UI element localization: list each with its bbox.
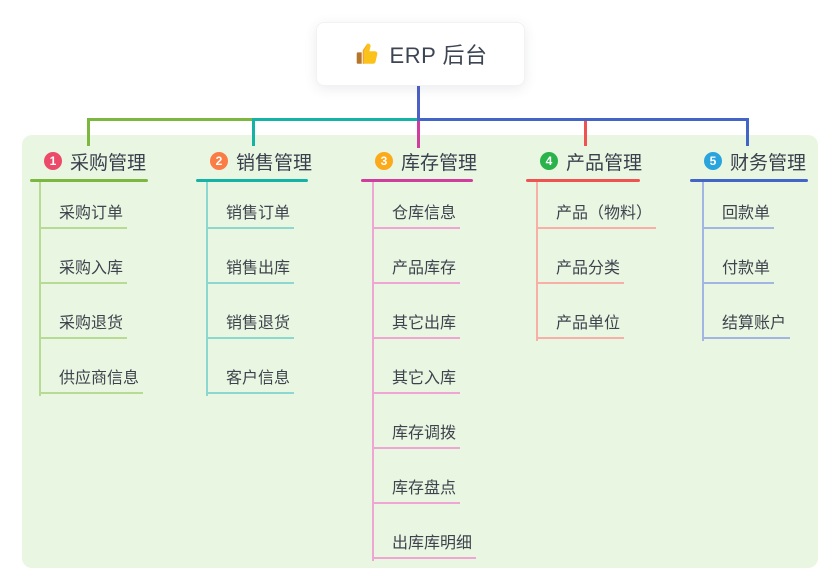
- branch-node-product[interactable]: 4 产品管理: [526, 150, 643, 174]
- branch-node-sales[interactable]: 2 销售管理: [196, 150, 313, 174]
- branch-title: 销售管理: [236, 152, 313, 174]
- branch-child-rail: [206, 182, 208, 396]
- branch-node-purchase[interactable]: 1 采购管理: [30, 150, 147, 174]
- leaf-node[interactable]: 客户信息: [206, 360, 295, 394]
- root-node-label: ERP 后台: [389, 43, 488, 68]
- leaf-node[interactable]: 回款单: [702, 195, 775, 229]
- leaf-node[interactable]: 销售退货: [206, 305, 295, 339]
- branch-underline: [361, 179, 473, 182]
- branch-child-rail: [372, 182, 374, 561]
- leaf-node[interactable]: 销售订单: [206, 195, 295, 229]
- branch-underline: [196, 179, 308, 182]
- priority-badge-5: 5: [704, 152, 722, 170]
- priority-badge-2: 2: [210, 152, 228, 170]
- priority-badge-3: 3: [375, 152, 393, 170]
- branches-background-panel: [22, 135, 818, 568]
- leaf-node[interactable]: 结算账户: [702, 305, 791, 339]
- root-node-erp[interactable]: ERP 后台: [316, 22, 525, 86]
- branch-underline: [690, 179, 808, 182]
- branch-title: 财务管理: [730, 152, 807, 174]
- branch-underline: [30, 179, 148, 182]
- thumbs-up-icon: [356, 43, 377, 64]
- leaf-node[interactable]: 产品分类: [536, 250, 625, 284]
- leaf-node[interactable]: 产品单位: [536, 305, 625, 339]
- priority-badge-1: 1: [44, 152, 62, 170]
- leaf-node[interactable]: 采购入库: [39, 250, 128, 284]
- branch-node-inventory[interactable]: 3 库存管理: [361, 150, 478, 174]
- leaf-node[interactable]: 采购退货: [39, 305, 128, 339]
- leaf-node[interactable]: 销售出库: [206, 250, 295, 284]
- leaf-node[interactable]: 出库库明细: [372, 525, 477, 559]
- leaf-node[interactable]: 付款单: [702, 250, 775, 284]
- leaf-node[interactable]: 产品库存: [372, 250, 461, 284]
- branch-title: 采购管理: [70, 152, 147, 174]
- branch-child-rail: [536, 182, 538, 341]
- branch-child-rail: [39, 182, 41, 396]
- branch-node-finance[interactable]: 5 财务管理: [690, 150, 807, 174]
- leaf-node[interactable]: 其它入库: [372, 360, 461, 394]
- leaf-node[interactable]: 仓库信息: [372, 195, 461, 229]
- leaf-node[interactable]: 其它出库: [372, 305, 461, 339]
- leaf-node[interactable]: 库存盘点: [372, 470, 461, 504]
- branch-child-rail: [702, 182, 704, 341]
- leaf-node[interactable]: 产品（物料）: [536, 195, 657, 229]
- leaf-node[interactable]: 库存调拨: [372, 415, 461, 449]
- branch-title: 库存管理: [401, 152, 478, 174]
- branch-title: 产品管理: [566, 152, 643, 174]
- priority-badge-4: 4: [540, 152, 558, 170]
- branch-underline: [526, 179, 640, 182]
- leaf-node[interactable]: 供应商信息: [39, 360, 144, 394]
- leaf-node[interactable]: 采购订单: [39, 195, 128, 229]
